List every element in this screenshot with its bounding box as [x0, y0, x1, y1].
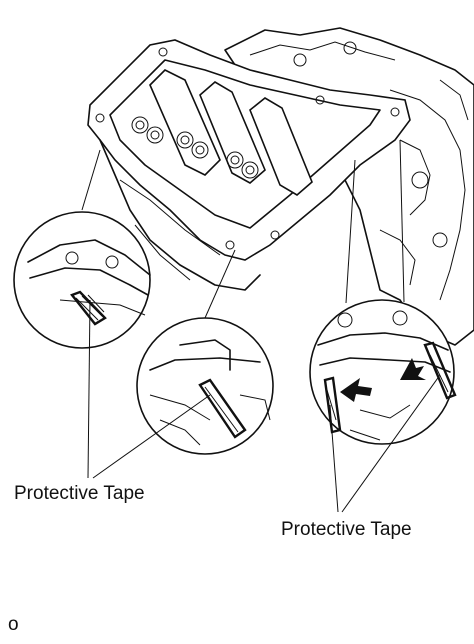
detail-circle-right — [309, 299, 457, 445]
protective-tape-label-right: Protective Tape — [281, 519, 412, 540]
cylinder-head — [87, 39, 411, 291]
leader-lines — [81, 139, 441, 513]
detail-circle-middle — [136, 317, 274, 455]
figure-code: o — [8, 614, 19, 635]
detail-circle-left — [13, 211, 151, 349]
protective-tape-label-left: Protective Tape — [14, 483, 145, 504]
